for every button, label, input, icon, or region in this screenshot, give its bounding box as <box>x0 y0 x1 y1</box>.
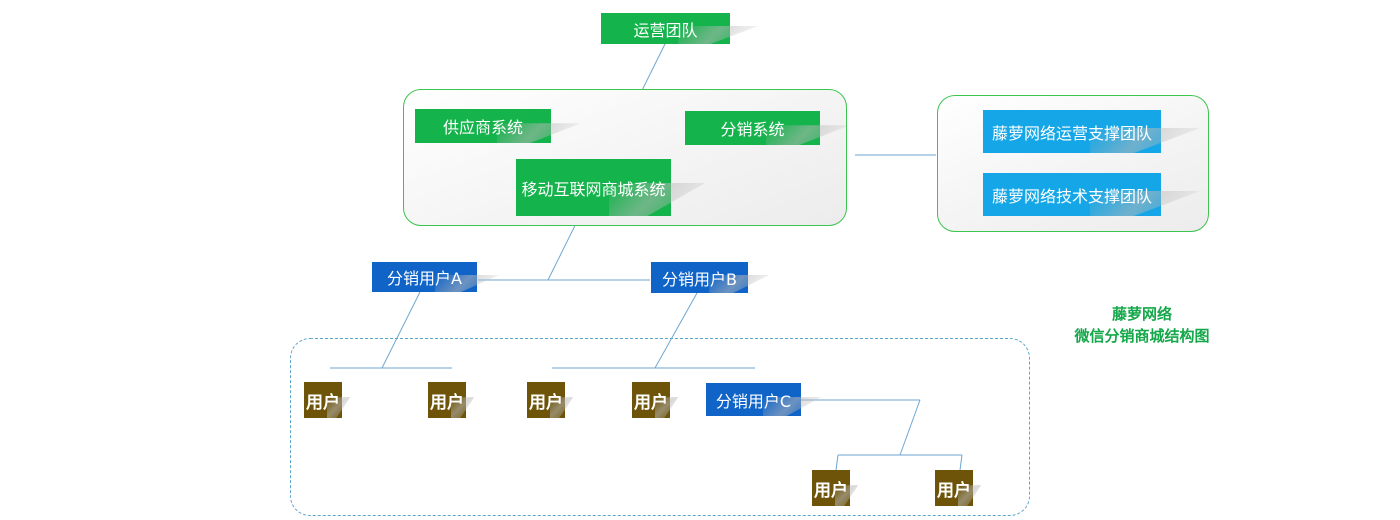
caption-line-title: 微信分销商城结构图 <box>1074 327 1210 345</box>
distributor-c-node: 分销用户C <box>706 383 801 416</box>
diagram-caption: 藤萝网络 微信分销商城结构图 <box>1062 303 1222 347</box>
distributor-a-node: 分销用户A <box>372 262 477 292</box>
supplier-system-node: 供应商系统 <box>415 109 551 143</box>
user-node-1: 用户 <box>304 382 342 418</box>
mobile-mall-system-node: 移动互联网商城系统 <box>516 159 671 216</box>
users-group-panel <box>290 338 1030 516</box>
tengluo-tech-support-node: 藤萝网络技术支撑团队 <box>983 173 1161 216</box>
caption-line-brand: 藤萝网络 <box>1111 305 1172 323</box>
connector-distributor-c-down <box>899 399 921 456</box>
user-node-4: 用户 <box>632 382 670 418</box>
connector-distributor-a-down <box>381 291 421 369</box>
user-node-2: 用户 <box>428 382 466 418</box>
distribution-system-node: 分销系统 <box>685 111 820 145</box>
distributor-b-node: 分销用户B <box>651 262 748 293</box>
user-node-6: 用户 <box>935 470 973 506</box>
connector-distributor-b-down <box>654 292 698 369</box>
user-node-5: 用户 <box>812 470 850 506</box>
connector-c-user1-stub <box>835 454 839 471</box>
tengluo-ops-support-node: 藤萝网络运营支撑团队 <box>983 110 1161 153</box>
ops-team-node: 运营团队 <box>601 13 730 44</box>
user-node-3: 用户 <box>527 382 565 418</box>
connector-c-user2-stub <box>959 454 963 471</box>
